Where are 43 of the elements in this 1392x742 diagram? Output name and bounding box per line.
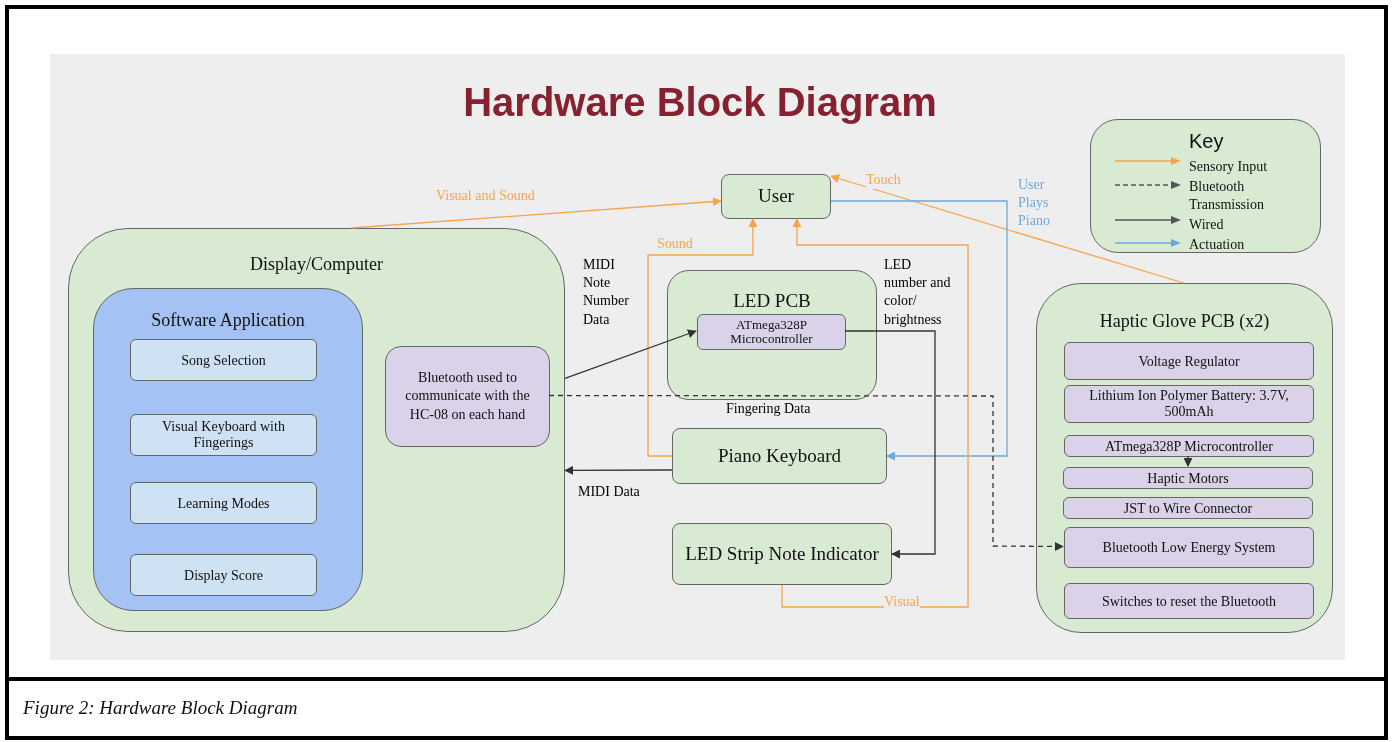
legend-title: Key (1189, 129, 1224, 154)
process-box: Song Selection (130, 339, 317, 381)
process-box: Piano Keyboard (672, 428, 887, 484)
arrow (647, 218, 758, 457)
container-box (667, 270, 877, 400)
process-box: Voltage Regulator (1064, 342, 1314, 380)
container-box (68, 228, 565, 632)
process-box: LED Strip Note Indicator (672, 523, 892, 585)
process-box: ATmega328P Microcontroller (1064, 435, 1314, 457)
process-box: Bluetooth used to communicate with the HC-08 on each hand (385, 346, 550, 447)
edge-label: Fingering Data (726, 400, 811, 419)
diagram-title: Hardware Block Diagram (462, 79, 938, 126)
container-box (1036, 283, 1333, 633)
process-box: Visual Keyboard with Fingerings (130, 414, 317, 456)
container-title: Display/Computer (250, 253, 383, 276)
arrow (564, 329, 697, 379)
process-box: Switches to reset the Bluetooth (1064, 583, 1314, 619)
arrow (350, 197, 722, 229)
process-box: Bluetooth Low Energy System (1064, 527, 1314, 568)
arrow (548, 394, 1064, 551)
arrow (564, 465, 673, 475)
process-box: Display Score (130, 554, 317, 596)
arrow (781, 218, 969, 608)
process-box: Lithium Ion Polymer Battery: 3.7V, 500mAh (1064, 385, 1314, 423)
arrow (844, 330, 936, 559)
figure-caption: Figure 2: Hardware Block Diagram (23, 696, 298, 721)
legend-label: Bluetooth Transmission (1189, 178, 1265, 213)
legend-label: Wired (1189, 216, 1225, 234)
arrow (830, 174, 1185, 284)
container-title: Haptic Glove PCB (x2) (1099, 310, 1270, 333)
process-box: Haptic Motors (1063, 467, 1313, 489)
arrow (830, 200, 1008, 461)
container-title: LED PCB (733, 289, 811, 313)
container-title: Software Application (151, 309, 305, 332)
process-box: ATmega328P Microcontroller (697, 314, 846, 350)
process-box: Learning Modes (130, 482, 317, 524)
legend-label: Actuation (1189, 236, 1246, 254)
edge-label: Touch (866, 171, 901, 190)
process-box: JST to Wire Connector (1063, 497, 1313, 519)
legend-label: Sensory Input (1189, 158, 1269, 176)
process-box: User (721, 174, 831, 219)
container-box (93, 288, 363, 611)
arrow (1183, 455, 1193, 467)
